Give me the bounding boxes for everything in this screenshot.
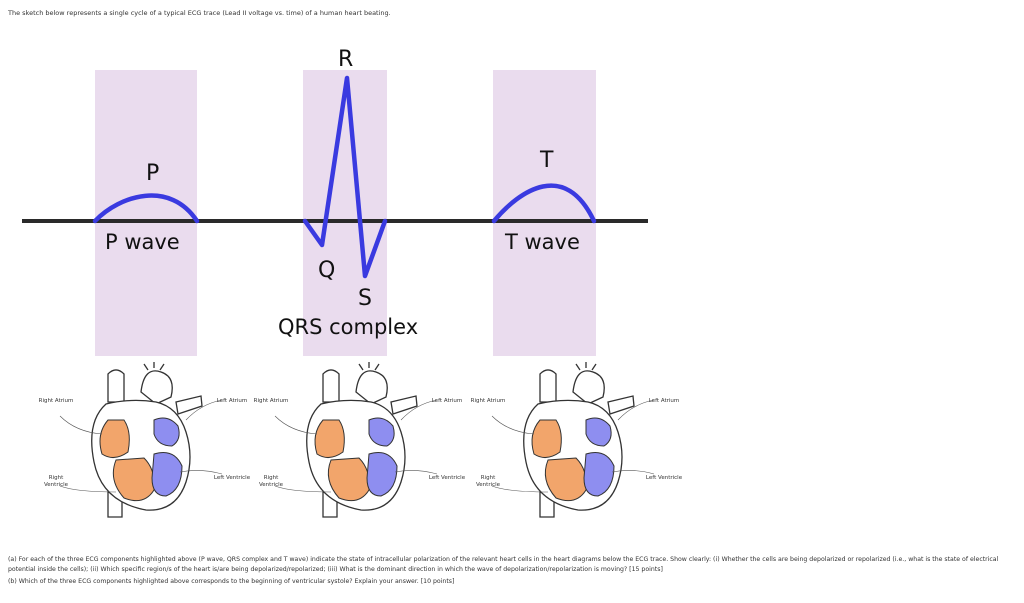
left-ventricle-label: Left Ventricle <box>213 475 251 481</box>
s-peak-label: S <box>358 286 372 311</box>
right-ventricle-label: Right Ventricle <box>43 475 69 488</box>
right-atrium-label: Right Atrium <box>38 398 74 404</box>
right-atrium-label: Right Atrium <box>253 398 289 404</box>
left-ventricle-label: Left Ventricle <box>645 475 683 481</box>
heart-illustration <box>59 362 223 518</box>
left-atrium-label: Left Atrium <box>431 398 463 404</box>
ecg-trace <box>92 75 597 279</box>
p-wave-label: P wave <box>105 230 180 254</box>
p-peak-label: P <box>146 161 159 186</box>
right-atrium-label: Right Atrium <box>470 398 506 404</box>
left-atrium-label: Left Atrium <box>648 398 680 404</box>
heart-diagram-2: Right Atrium Left Atrium Right Ventricle… <box>251 362 466 522</box>
ecg-diagram: P R Q S T P wave QRS complex T wave <box>22 47 648 356</box>
right-ventricle-label: Right Ventricle <box>258 475 284 488</box>
heart-diagram-3: Right Atrium Left Atrium Right Ventricle… <box>468 362 683 522</box>
heart-illustration <box>274 362 438 518</box>
t-peak-label: T <box>539 148 554 173</box>
question-b: (b) Which of the three ECG components hi… <box>8 578 455 585</box>
q-peak-label: Q <box>318 258 335 283</box>
heart-illustration <box>491 362 655 518</box>
p-wave-highlight <box>95 70 197 356</box>
r-peak-label: R <box>338 47 353 72</box>
right-ventricle-label: Right Ventricle <box>475 475 501 488</box>
t-wave-label: T wave <box>504 230 580 254</box>
heart-diagram-1: Right Atrium Left Atrium Right Ventricle… <box>36 362 251 522</box>
intro-text: The sketch below represents a single cyc… <box>8 9 391 17</box>
left-ventricle-label: Left Ventricle <box>428 475 466 481</box>
left-atrium-label: Left Atrium <box>216 398 248 404</box>
qrs-complex-label: QRS complex <box>278 315 418 339</box>
question-a: (a) For each of the three ECG components… <box>8 556 999 573</box>
questions-section: (a) For each of the three ECG components… <box>8 555 1018 590</box>
t-wave-highlight <box>493 70 596 356</box>
qrs-highlight <box>303 70 387 356</box>
